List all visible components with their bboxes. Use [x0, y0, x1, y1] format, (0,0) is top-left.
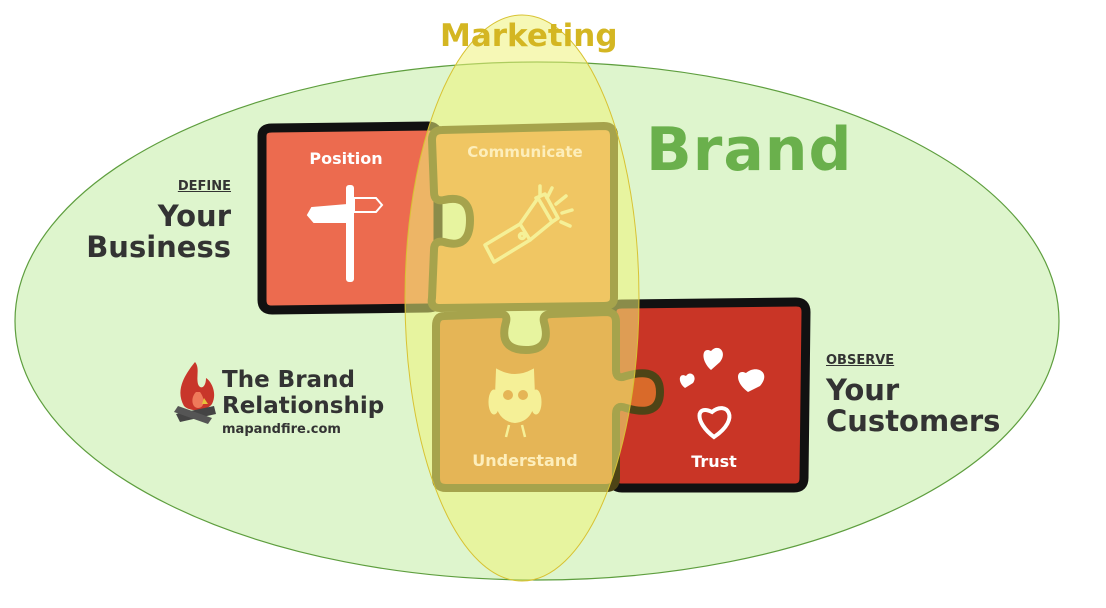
observe-line1: Your [826, 373, 900, 407]
marketing-title: Marketing [440, 18, 618, 54]
signpost-icon [306, 185, 384, 282]
piece-label-position: Position [309, 149, 383, 168]
logo-line2: Relationship [222, 393, 385, 419]
define-line2: Business [86, 230, 231, 264]
observe-kicker: OBSERVE [826, 353, 895, 368]
piece-label-understand: Understand [472, 451, 578, 470]
define-kicker: DEFINE [177, 179, 231, 194]
brand-title: Brand [646, 115, 853, 185]
campfire-icon [174, 362, 216, 424]
piece-label-trust: Trust [691, 452, 737, 471]
define-line1: Your [157, 199, 231, 233]
piece-label-communicate: Communicate [467, 143, 583, 161]
observe-line2: Customers [826, 404, 1001, 438]
define-label: Your Business [86, 201, 231, 263]
logo-url: mapandfire.com [222, 422, 341, 437]
observe-label: Your Customers [826, 375, 1000, 437]
logo-title: The Brand Relationship [222, 367, 384, 419]
hearts-icon [679, 347, 765, 440]
logo-line1: The Brand [222, 367, 355, 393]
marketing-ellipse [404, 14, 640, 582]
